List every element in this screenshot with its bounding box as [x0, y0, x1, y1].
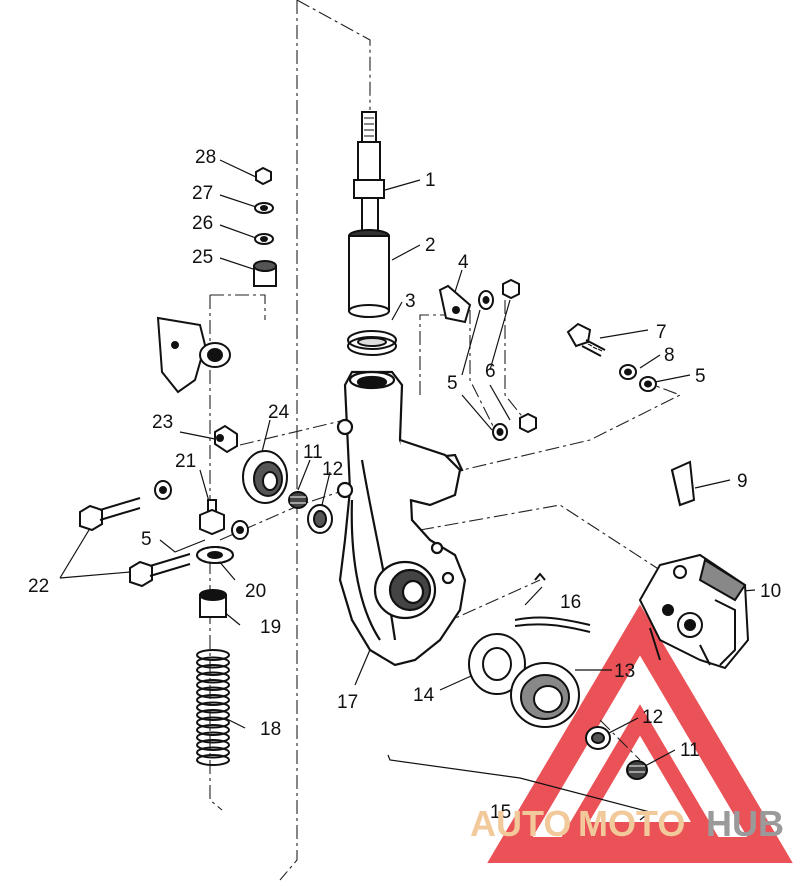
part-label: 13 — [614, 661, 635, 682]
part-label: 10 — [760, 581, 781, 602]
brake-caliper — [638, 553, 750, 670]
lock-washer — [196, 546, 234, 564]
spring-coil — [196, 746, 230, 759]
part-label: 27 — [192, 183, 213, 204]
seal-ring — [347, 330, 397, 356]
fastener-stack — [253, 166, 277, 287]
spring-coil — [196, 701, 230, 714]
leader-lines — [59, 159, 756, 821]
part-label: 25 — [192, 247, 213, 268]
watermark-text: AUTO MOTO HUB — [470, 803, 784, 844]
spring-coil — [196, 679, 230, 691]
part-label: 1 — [425, 170, 436, 191]
bearing-set-upper — [288, 491, 333, 534]
spring-coil — [196, 649, 230, 661]
outer-race — [510, 662, 580, 728]
part-label: 22 — [28, 576, 49, 597]
seal-disc — [468, 633, 526, 695]
part-label: 18 — [260, 719, 281, 740]
sensor-wire — [514, 572, 591, 633]
spindle-shaft — [353, 111, 385, 233]
spring-coil — [196, 656, 230, 669]
washer-nut-set-upper — [478, 278, 537, 441]
watermark-auto: AUTO — [470, 803, 571, 844]
part-label: 9 — [737, 471, 748, 492]
grease-fitting — [214, 424, 238, 454]
mounting-bracket-upper — [156, 316, 231, 394]
part-label: 28 — [195, 147, 216, 168]
seal-24 — [242, 450, 288, 504]
part-label: 15 — [490, 802, 511, 823]
part-label: 12 — [642, 707, 663, 728]
part-label: 6 — [485, 361, 496, 382]
watermark-hub: HUB — [706, 803, 784, 844]
wedge-block — [670, 460, 696, 507]
watermark-logo — [487, 604, 793, 863]
centerlines — [209, 0, 682, 881]
bolts-22 — [79, 480, 249, 588]
bushing-tube — [348, 229, 390, 318]
spring-coil — [196, 724, 230, 736]
bearing-set-lower — [585, 726, 648, 780]
spring-coil — [196, 716, 230, 729]
spring-coil — [196, 664, 230, 676]
part-label: 16 — [560, 592, 581, 613]
part-label: 11 — [303, 442, 323, 463]
steering-knuckle — [336, 370, 467, 667]
part-label: 5 — [141, 529, 152, 550]
coil-spring — [196, 649, 230, 766]
watermark-moto: MOTO — [578, 803, 685, 844]
spring-coil — [196, 754, 230, 766]
part-label: 21 — [175, 451, 196, 472]
spring-coil — [196, 731, 230, 744]
part-label: 7 — [656, 322, 667, 343]
part-label: 5 — [447, 373, 458, 394]
part-label: 19 — [260, 617, 281, 638]
spring-bushing — [199, 589, 227, 618]
part-label: 14 — [413, 685, 435, 706]
watermark-triangle-outer — [487, 604, 793, 863]
part-label: 26 — [192, 213, 213, 234]
part-label: 5 — [695, 366, 706, 387]
spring-coil — [196, 686, 230, 699]
spring-coil — [196, 709, 230, 721]
part-labels: 1 2 3 4 5 6 7 8 5 9 10 11 12 13 12 11 14… — [28, 147, 781, 823]
part-label: 2 — [425, 235, 436, 256]
stud-nut — [199, 499, 225, 536]
part-label: 12 — [322, 459, 343, 480]
spring-coil — [196, 671, 230, 684]
spring-coil — [196, 739, 230, 751]
bolt-washer-set-right — [566, 322, 657, 392]
watermark-triangle-inner — [560, 704, 720, 838]
part-label: 4 — [458, 252, 469, 273]
part-label: 20 — [245, 581, 266, 602]
part-label: 8 — [664, 345, 675, 366]
bracket-tab — [438, 284, 472, 324]
part-label: 24 — [268, 402, 290, 423]
part-label: 3 — [405, 291, 416, 312]
part-label: 17 — [337, 692, 358, 713]
part-label: 11 — [680, 740, 700, 761]
spring-coil — [196, 694, 230, 706]
part-label: 23 — [152, 412, 173, 433]
